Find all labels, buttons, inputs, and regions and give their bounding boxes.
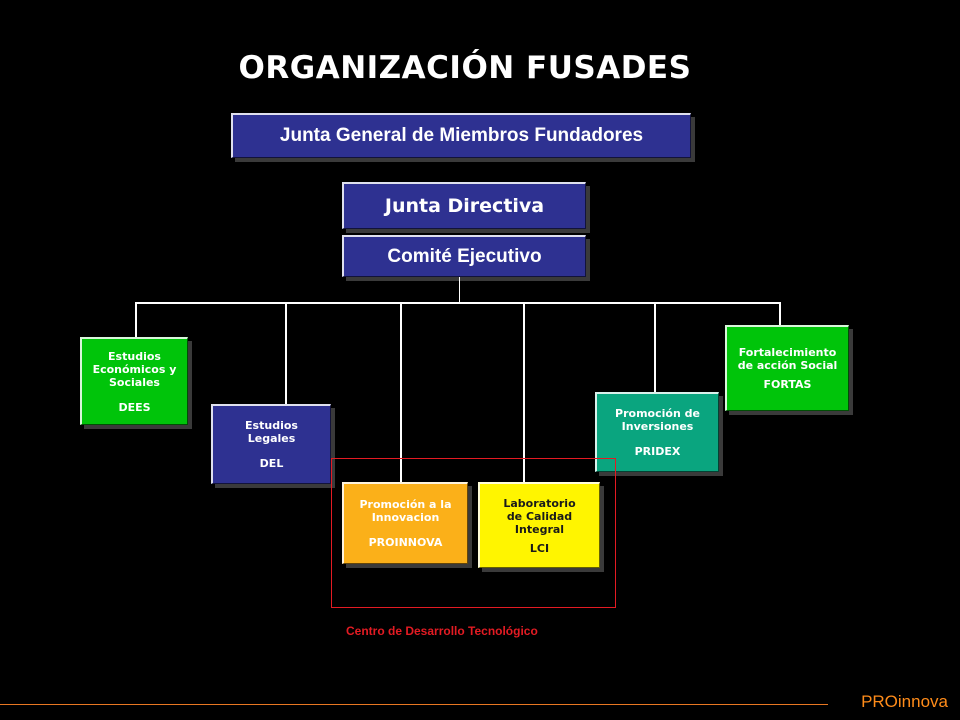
unit-pridex-name: Promoción de Inversiones: [615, 407, 700, 433]
brand-logo-text: PROinnova: [861, 692, 948, 711]
unit-pridex-code: PRIDEX: [634, 445, 681, 458]
comite-ejecutivo-label: Comité Ejecutivo: [387, 245, 542, 267]
unit-lci: Laboratorio de Calidad Integral LCI: [478, 482, 600, 568]
comite-ejecutivo-box: Comité Ejecutivo: [342, 235, 586, 277]
cdt-label: Centro de Desarrollo Tecnológico: [346, 624, 538, 638]
unit-lci-name: Laboratorio de Calidad Integral: [503, 496, 576, 536]
junta-directiva-box: Junta Directiva: [342, 182, 586, 229]
connector-proinnova: [400, 302, 402, 482]
page-title: ORGANIZACIÓN FUSADES: [238, 50, 692, 86]
junta-general-box: Junta General de Miembros Fundadores: [231, 113, 691, 158]
cdt-frame: [331, 458, 616, 608]
connector-dees: [135, 302, 137, 338]
unit-dees: Estudios Económicos y Sociales DEES: [80, 337, 188, 425]
unit-del-name: Estudios Legales: [245, 419, 298, 445]
unit-del: Estudios Legales DEL: [211, 404, 331, 484]
junta-directiva-label: Junta Directiva: [384, 195, 545, 217]
unit-del-code: DEL: [259, 457, 284, 470]
connector-horizontal: [135, 302, 781, 304]
connector-trunk: [459, 277, 460, 303]
unit-proinnova: Promoción a la Innovacion PROINNOVA: [342, 482, 468, 564]
junta-general-label: Junta General de Miembros Fundadores: [279, 125, 644, 146]
connector-fortas: [779, 302, 781, 326]
unit-fortas-name: Fortalecimiento de acción Social: [737, 346, 838, 372]
unit-fortas-code: FORTAS: [763, 378, 812, 391]
unit-dees-name: Estudios Económicos y Sociales: [92, 349, 177, 389]
connector-lci: [523, 302, 525, 482]
unit-proinnova-name: Promoción a la Innovacion: [359, 498, 452, 524]
footer-divider: [0, 704, 828, 705]
unit-fortas: Fortalecimiento de acción Social FORTAS: [725, 325, 849, 411]
connector-del: [285, 302, 287, 404]
unit-lci-code: LCI: [529, 541, 550, 555]
unit-dees-code: DEES: [118, 400, 151, 414]
unit-proinnova-code: PROINNOVA: [368, 536, 443, 549]
connector-pridex: [654, 302, 656, 392]
